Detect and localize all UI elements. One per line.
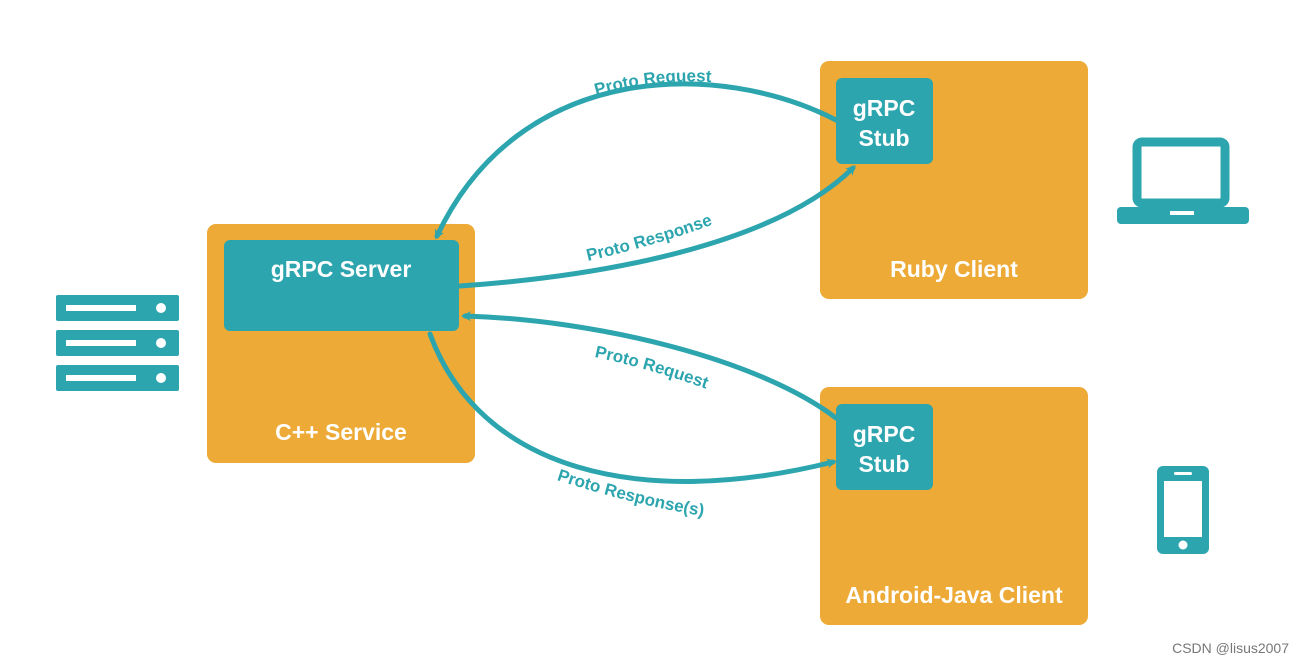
- android-stub-label-line2: Stub: [858, 451, 909, 477]
- laptop-icon: [1117, 137, 1249, 224]
- label-ruby-proto-response: Proto Response: [584, 210, 714, 265]
- ruby-client-label: Ruby Client: [890, 256, 1018, 282]
- cpp-service-label: C++ Service: [275, 419, 407, 445]
- ruby-grpc-stub-box: [836, 78, 933, 164]
- arrow-android-proto-request: [461, 311, 839, 421]
- grpc-server-box: [224, 240, 459, 331]
- arrow-ruby-proto-response: [457, 165, 856, 289]
- arrow-android-proto-response: [427, 331, 837, 484]
- android-grpc-stub-box: [836, 404, 933, 490]
- label-ruby-proto-request: Proto Request: [592, 66, 712, 99]
- label-android-proto-request: Proto Request: [593, 342, 711, 392]
- label-android-proto-response: Proto Response(s): [555, 466, 705, 520]
- arrow-ruby-proto-request: [434, 81, 839, 240]
- android-stub-label-line1: gRPC: [853, 421, 916, 447]
- grpc-server-label: gRPC Server: [271, 256, 412, 282]
- watermark: CSDN @lisus2007: [1172, 640, 1289, 656]
- ruby-stub-label-line1: gRPC: [853, 95, 916, 121]
- server-rack-icon: [56, 295, 179, 391]
- ruby-stub-label-line2: Stub: [858, 125, 909, 151]
- android-client-label: Android-Java Client: [845, 582, 1063, 608]
- phone-icon: [1157, 466, 1209, 554]
